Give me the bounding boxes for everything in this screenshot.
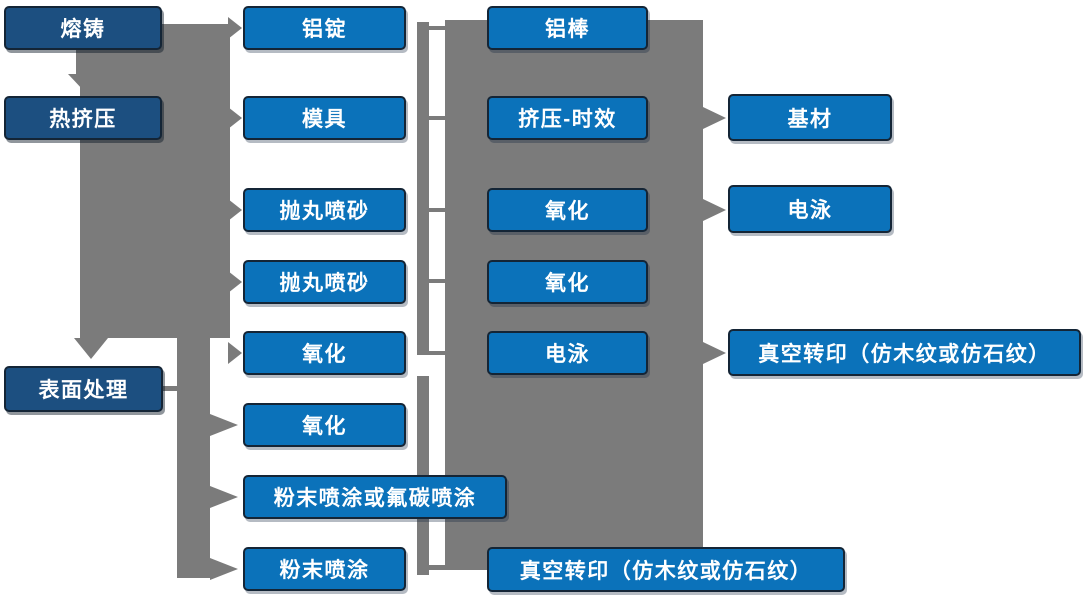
node-powder-coating: 粉末喷涂 bbox=[243, 547, 406, 591]
node-surface-treatment: 表面处理 bbox=[4, 366, 163, 412]
middle-bracket-tick-row1 bbox=[417, 26, 448, 30]
middle-bracket-tick-row2 bbox=[417, 116, 448, 120]
node-hot-extrusion: 热挤压 bbox=[4, 96, 162, 140]
upper-trunk-band bbox=[80, 24, 230, 338]
arrowhead-to-oxidation-1-icon bbox=[228, 342, 242, 364]
node-shot-blasting-sandblasting-1: 抛丸喷砂 bbox=[243, 188, 406, 232]
middle-bracket-tick-row3 bbox=[417, 208, 448, 212]
node-oxidation-4: 氧化 bbox=[487, 260, 648, 304]
node-oxidation-1: 氧化 bbox=[243, 331, 406, 375]
arrowhead-to-oxidation-2-icon bbox=[210, 414, 238, 436]
surface-treatment-stub bbox=[163, 386, 179, 391]
arrowhead-to-mold-icon bbox=[228, 107, 242, 129]
node-shot-blasting-sandblasting-2: 抛丸喷砂 bbox=[243, 260, 406, 304]
node-extrusion-aging: 挤压-时效 bbox=[487, 96, 648, 140]
lower-trunk-band bbox=[177, 338, 210, 578]
node-aluminum-ingot: 铝锭 bbox=[243, 6, 406, 50]
arrowhead-to-powder-fluorocarbon-icon bbox=[210, 486, 238, 508]
node-mold: 模具 bbox=[243, 96, 406, 140]
arrowhead-to-powder-coating-icon bbox=[210, 558, 238, 580]
node-oxidation-3: 氧化 bbox=[487, 188, 648, 232]
node-substrate: 基材 bbox=[728, 94, 892, 141]
node-electrophoresis-2: 电泳 bbox=[728, 185, 892, 233]
node-aluminum-rod: 铝棒 bbox=[487, 6, 648, 50]
middle-bracket-tick-row5 bbox=[417, 351, 448, 355]
node-electrophoresis-1: 电泳 bbox=[487, 331, 648, 375]
node-melting-casting: 熔铸 bbox=[4, 6, 162, 50]
melting-to-extrusion-arrowhead-icon bbox=[68, 74, 100, 91]
middle-bracket-tick-row4 bbox=[417, 279, 448, 283]
arrowhead-to-electrophoresis-icon bbox=[703, 199, 726, 221]
arrowhead-to-substrate-icon bbox=[703, 107, 726, 129]
arrowhead-to-shot-blasting-2-icon bbox=[228, 271, 242, 293]
middle-bracket-upper bbox=[417, 22, 429, 355]
arrowhead-to-aluminum-ingot-icon bbox=[228, 17, 242, 39]
node-vacuum-transfer-print-bottom: 真空转印（仿木纹或仿石纹） bbox=[487, 547, 845, 592]
melting-to-extrusion-arrow-shaft bbox=[76, 46, 92, 74]
node-oxidation-2: 氧化 bbox=[243, 403, 406, 447]
surface-treatment-down-arrowhead-icon bbox=[74, 338, 108, 359]
node-powder-or-fluorocarbon-coating: 粉末喷涂或氟碳喷涂 bbox=[243, 475, 507, 519]
node-vacuum-transfer-print-right: 真空转印（仿木纹或仿石纹） bbox=[728, 329, 1081, 376]
arrowhead-to-shot-blasting-1-icon bbox=[228, 199, 242, 221]
arrowhead-to-vacuum-transfer-icon bbox=[703, 342, 726, 364]
